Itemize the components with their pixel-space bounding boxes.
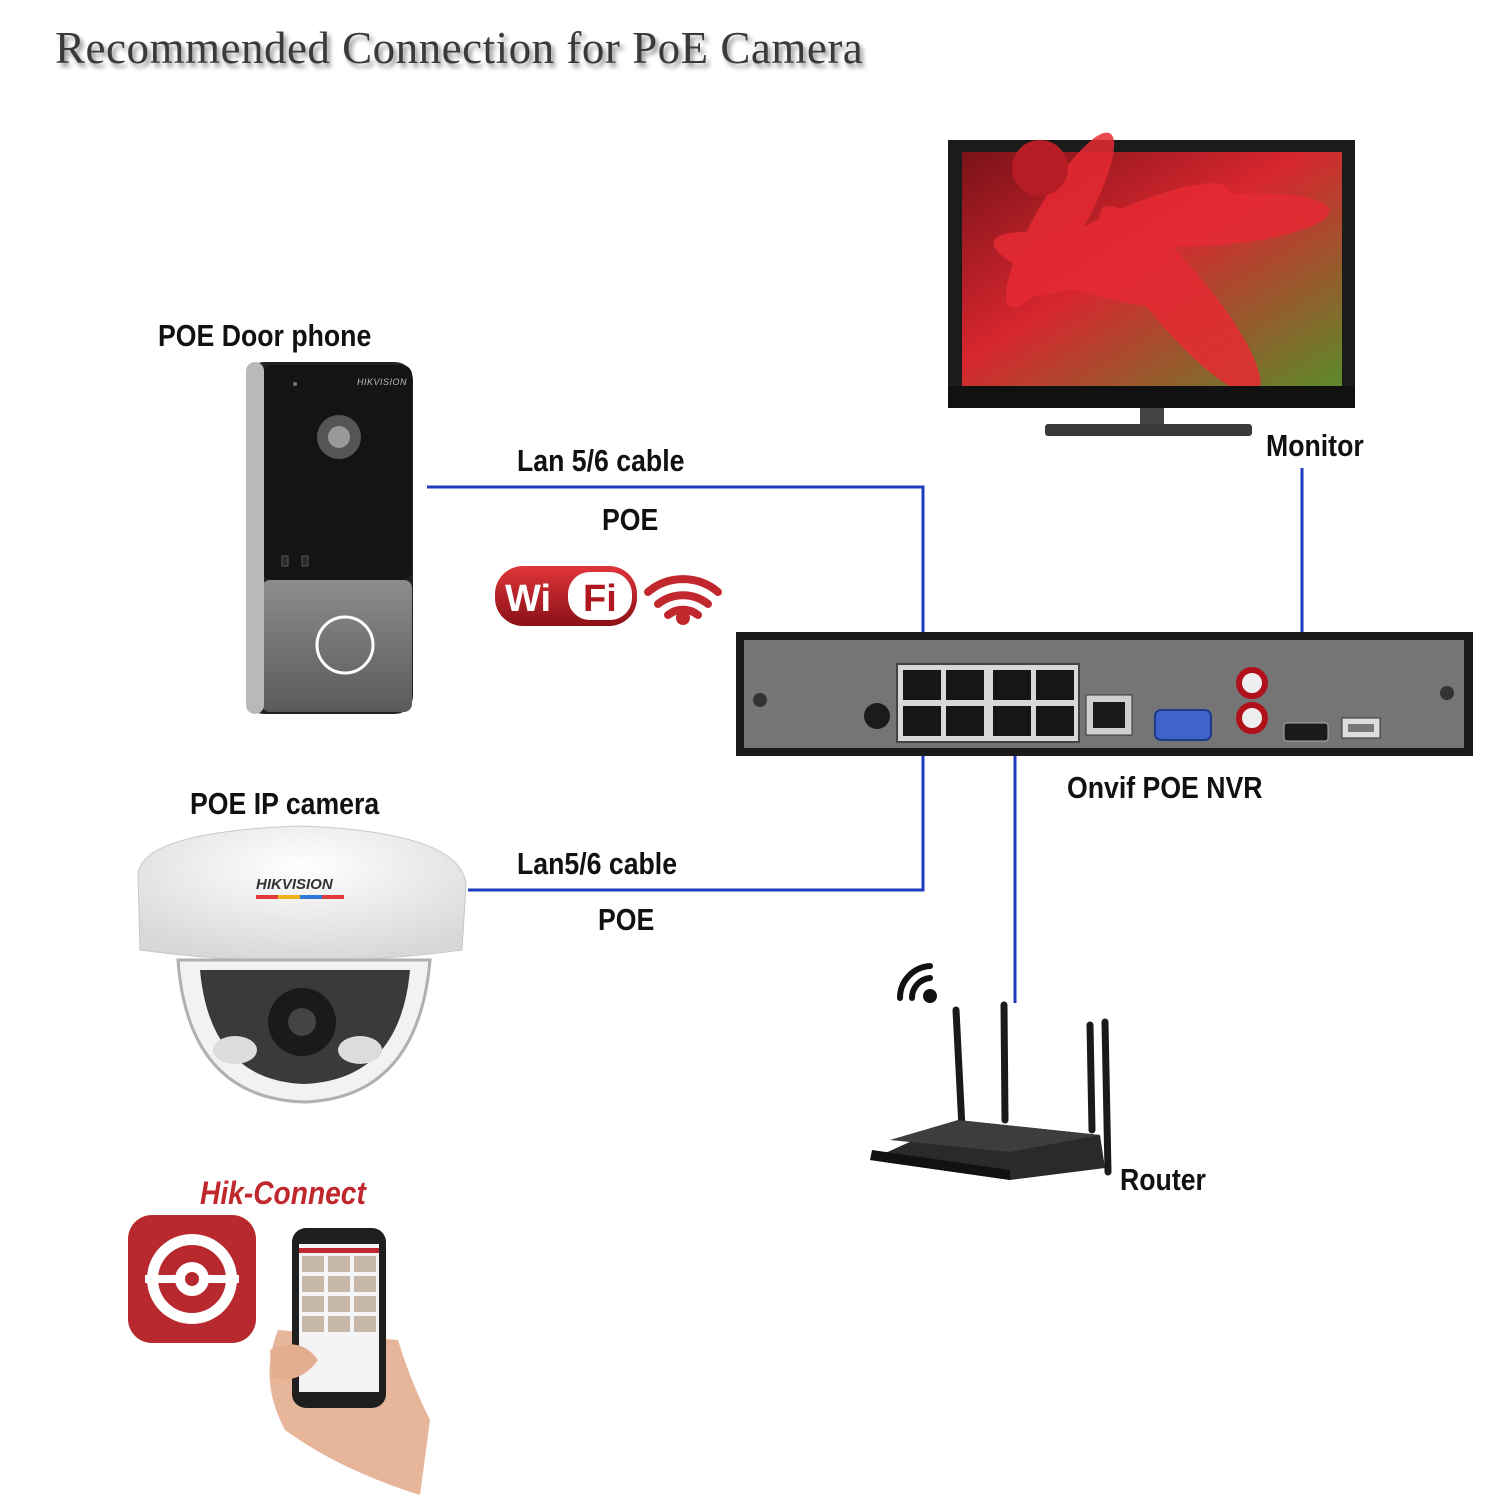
wifi-badge-text-2: Fi (583, 578, 617, 620)
wifi-badge-text-1: Wi (505, 578, 551, 620)
door-phone-cable-label: Lan 5/6 cable (517, 443, 685, 478)
router-label: Router (1120, 1162, 1206, 1197)
phone-in-hand (269, 1228, 430, 1495)
poe-ports (903, 670, 1074, 736)
power-jack-icon (864, 703, 890, 729)
wifi-signal-icon (644, 575, 722, 619)
screw-icon (753, 693, 767, 707)
audio-jacks (1236, 667, 1268, 734)
door-phone-device (246, 362, 413, 714)
camera-link (468, 735, 925, 892)
hik-connect-label: Hik-Connect (200, 1175, 366, 1211)
wifi-badge: Wi Fi (495, 566, 722, 626)
hdmi-port-icon (1283, 722, 1329, 742)
camera-poe-label: POE (598, 902, 655, 937)
flower-image (993, 132, 1330, 394)
screw-icon (1440, 686, 1454, 700)
nvr-label: Onvif POE NVR (1067, 770, 1263, 805)
router-antennas (952, 1001, 1112, 1176)
router-wifi-icon (896, 963, 933, 1001)
door-phone-link (427, 485, 925, 680)
camera-cable-label: Lan5/6 cable (517, 846, 678, 881)
ip-camera-label: POE IP camera (190, 786, 380, 821)
door-phone-label: POE Door phone (158, 318, 372, 353)
monitor-label: Monitor (1266, 428, 1364, 463)
diagram-title: Recommended Connection for PoE Camera (55, 23, 864, 73)
phone-screen-tiles (302, 1256, 376, 1332)
connection-lines (427, 468, 1304, 1003)
door-phone-button-icon (315, 615, 375, 675)
router-device (870, 963, 1112, 1180)
door-phone-poe-label: POE (602, 502, 659, 537)
hik-connect-app-icon (128, 1215, 256, 1343)
ip-camera-device (137, 825, 467, 1104)
door-phone-brand: HIKVISION (357, 377, 408, 387)
camera-brand: HIKVISION (256, 876, 333, 893)
vga-port-icon (1154, 709, 1212, 741)
monitor-device (948, 132, 1355, 436)
nvr-device (736, 632, 1473, 756)
